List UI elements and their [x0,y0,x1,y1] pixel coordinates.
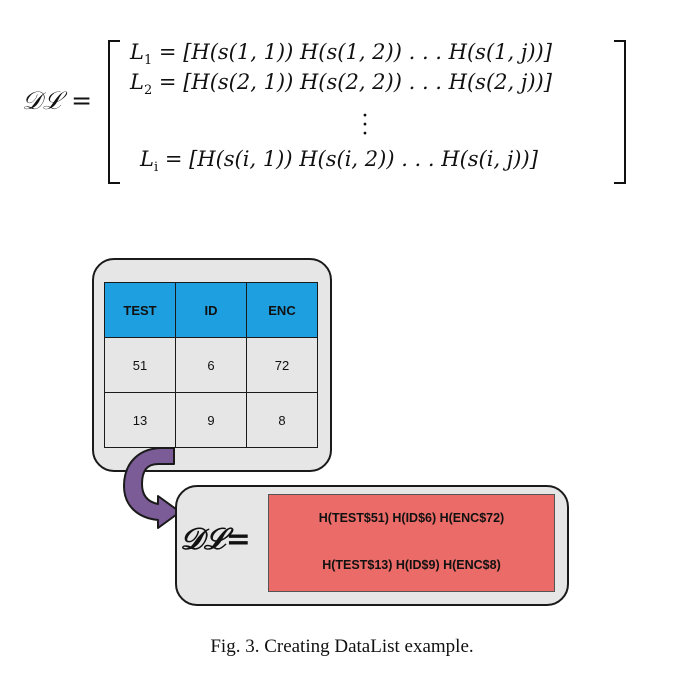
datalist-line-2: H(TEST$13) H(ID$9) H(ENC$8) [322,558,501,572]
equation-lhs: 𝒟ℒ = [22,86,94,115]
table-row: 13 9 8 [104,392,318,448]
datalist-line-1: H(TEST$51) H(ID$6) H(ENC$72) [318,511,505,525]
equation-row-2: L2 = [H(s(2, 1)) H(s(2, 2)) . . . H(s(2,… [130,70,552,99]
right-bracket [614,40,626,184]
table-cell: 6 [175,337,247,393]
table-cell: 8 [246,392,318,448]
datalist-label: 𝒟ℒ= [180,522,251,557]
table-cell: 72 [246,337,318,393]
left-bracket [108,40,120,184]
table-row: 51 6 72 [104,337,318,393]
header-cell: ID [175,282,247,338]
equation-row-i: Li = [H(s(i, 1)) H(s(i, 2)) . . . H(s(i,… [140,147,538,176]
figure-caption: Fig. 3. Creating DataList example. [210,636,474,657]
datalist-box: H(TEST$51) H(ID$6) H(ENC$72) H(TEST$13) … [268,494,555,592]
table-cell: 51 [104,337,176,393]
equation-row-1: L1 = [H(s(1, 1)) H(s(1, 2)) . . . H(s(1,… [130,40,552,69]
table-cell: 9 [175,392,247,448]
table-cell: 13 [104,392,176,448]
table-header-row: TEST ID ENC [104,282,318,338]
vertical-dots: ··· [361,104,369,147]
header-cell: ENC [246,282,318,338]
header-cell: TEST [104,282,176,338]
data-table: TEST ID ENC 51 6 72 13 9 8 [104,282,318,448]
